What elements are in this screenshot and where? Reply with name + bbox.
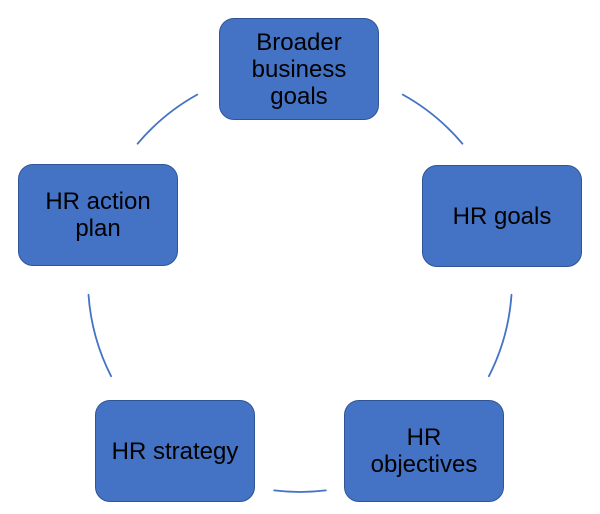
node-label-hr-goals: HR goals (452, 202, 552, 230)
node-label-broader-business-goals: Broader business goals (251, 28, 347, 110)
node-label-hr-objectives: HR objectives (370, 424, 478, 478)
node-hr-objectives: HR objectives (344, 400, 504, 502)
connector-arc-bottom-left-to-left (87, 293, 112, 378)
node-hr-goals: HR goals (422, 165, 582, 267)
node-label-hr-strategy: HR strategy (111, 437, 239, 465)
node-hr-action-plan: HR action plan (18, 164, 178, 266)
node-broader-business-goals: Broader business goals (219, 18, 379, 120)
node-hr-strategy: HR strategy (95, 400, 255, 502)
node-label-hr-action-plan: HR action plan (45, 188, 151, 242)
connector-arc-right-to-bottom-right (488, 293, 513, 378)
connector-arc-top-to-right (401, 93, 464, 145)
connector-arc-bottom-right-to-bottom-left (273, 489, 327, 493)
connector-arc-left-to-top (136, 93, 199, 145)
